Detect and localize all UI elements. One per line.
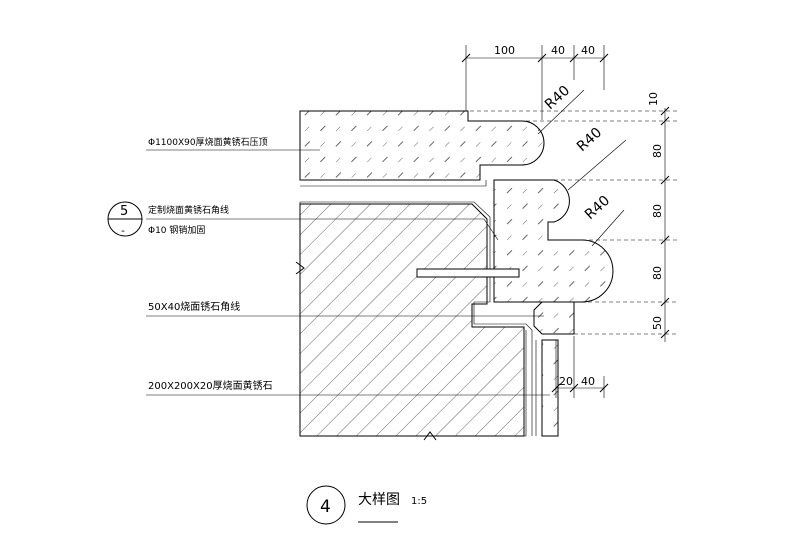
radius-label-2: R40: [574, 125, 605, 155]
dim-right-80c: 80: [651, 266, 664, 280]
radius-label-3: R40: [582, 193, 613, 223]
dim-right-50: 50: [651, 316, 664, 330]
dim-top-100: 100: [494, 44, 515, 57]
right-dimensions: 10 80 80 80 50: [470, 92, 678, 342]
dim-bottom-40: 40: [581, 375, 595, 388]
steel-pin: [416, 268, 520, 278]
dim-bottom-20: 20: [559, 375, 573, 388]
section-mark-bottom: -: [121, 224, 125, 237]
callouts: Φ1100X90厚烧面黄锈石压顶 定制烧面黄锈石角线 Φ10 钢销加固 50X4…: [146, 136, 550, 396]
callout-rebar: Φ10 钢销加固: [148, 224, 205, 236]
title-scale: 1:5: [411, 496, 427, 507]
dim-top-40a: 40: [551, 44, 565, 57]
dim-right-80b: 80: [651, 204, 664, 218]
custom-corner-line: [493, 179, 614, 303]
bottom-dimensions: 20 40: [551, 336, 609, 398]
callout-custom-line: 定制烧面黄锈石角线: [148, 204, 229, 216]
top-dimensions: 100 40 40: [461, 44, 609, 120]
dim-right-10: 10: [647, 92, 660, 106]
coping-stone: [299, 110, 545, 181]
drawing-title: 4 大样图 1:5: [306, 485, 427, 525]
dim-top-40b: 40: [581, 44, 595, 57]
radius-label-1: R40: [542, 83, 573, 113]
callout-line-50x40: 50X40烧面锈石角线: [148, 300, 240, 313]
callout-coping: Φ1100X90厚烧面黄锈石压顶: [148, 136, 268, 148]
break-mark-left: [295, 261, 305, 275]
title-name: 大样图: [358, 492, 400, 508]
section-mark: 5 -: [107, 201, 143, 237]
section-mark-top: 5: [120, 204, 128, 219]
corner-line-50x40: [533, 301, 575, 335]
break-mark-bottom: [423, 431, 437, 441]
wall-body: [299, 203, 525, 437]
dim-right-80a: 80: [651, 144, 664, 158]
title-number: 4: [320, 497, 331, 517]
mortar-joint: [300, 180, 487, 187]
callout-tile: 200X200X20厚烧面黄锈石: [148, 379, 273, 392]
